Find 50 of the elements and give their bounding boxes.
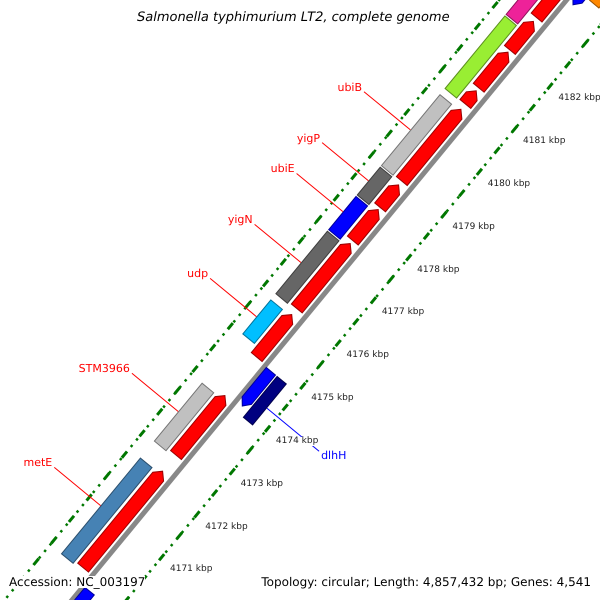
gene-bar (356, 166, 392, 206)
scale-label: 4174 kbp (276, 436, 318, 446)
gene-label: metE (24, 458, 52, 469)
scale-label: 4175 kbp (311, 394, 354, 404)
gene-bar (380, 94, 452, 176)
gene-label: ubiB (337, 82, 362, 93)
leader-line (131, 372, 179, 412)
scale-label: 4178 kbp (417, 266, 460, 275)
gene-bar (346, 209, 380, 246)
leader-line (210, 278, 257, 318)
gene-label: udp (187, 268, 208, 280)
gene-bar (60, 457, 153, 564)
scale-label: 4177 kbp (382, 308, 424, 318)
gene-bar (396, 108, 462, 186)
gene-bar (154, 382, 214, 452)
scale-label: 4171 kbp (170, 565, 212, 574)
gene-label: yigN (228, 214, 253, 226)
gene-label: dlhH (321, 450, 346, 462)
scale-label: 4181 kbp (523, 137, 566, 146)
gene-bar (589, 0, 600, 9)
title: Salmonella typhimurium LT2, complete genome (137, 11, 450, 24)
gene-bar (290, 243, 352, 314)
scale-label: 4180 kbp (488, 180, 530, 190)
leader-line (296, 173, 344, 212)
gene-bar (242, 376, 287, 426)
gene-bar (275, 230, 340, 304)
leader-line (322, 142, 369, 182)
scale-label: 4182 kbp (558, 94, 600, 104)
leader-line (54, 466, 102, 506)
genome-info-text: Topology: circular; Length: 4,857,432 bp; Genes: 4,541 (261, 576, 591, 588)
gene-label: yigP (296, 132, 320, 144)
gene-bar (170, 395, 226, 460)
gene-bar (374, 184, 400, 212)
gene-bar (328, 196, 368, 240)
gene-label: ubiE (270, 164, 295, 175)
gene-bar (77, 470, 164, 573)
scale-label: 4176 kbp (346, 351, 389, 360)
scale-label: 4172 kbp (205, 522, 248, 532)
gene-label: STM3966 (78, 363, 130, 374)
scale-label: 4173 kbp (240, 480, 283, 489)
gene-bar (242, 299, 284, 344)
gene-bar (504, 20, 535, 56)
gene-bar (242, 366, 276, 407)
leader-line (364, 91, 411, 130)
scale-label: 4179 kbp (452, 222, 495, 232)
leader-line (254, 224, 302, 263)
gene-bar (250, 314, 294, 362)
accession-text: Accession: NC_003197 (9, 576, 146, 588)
gene-bar (459, 90, 478, 110)
gene-bar (472, 52, 510, 93)
